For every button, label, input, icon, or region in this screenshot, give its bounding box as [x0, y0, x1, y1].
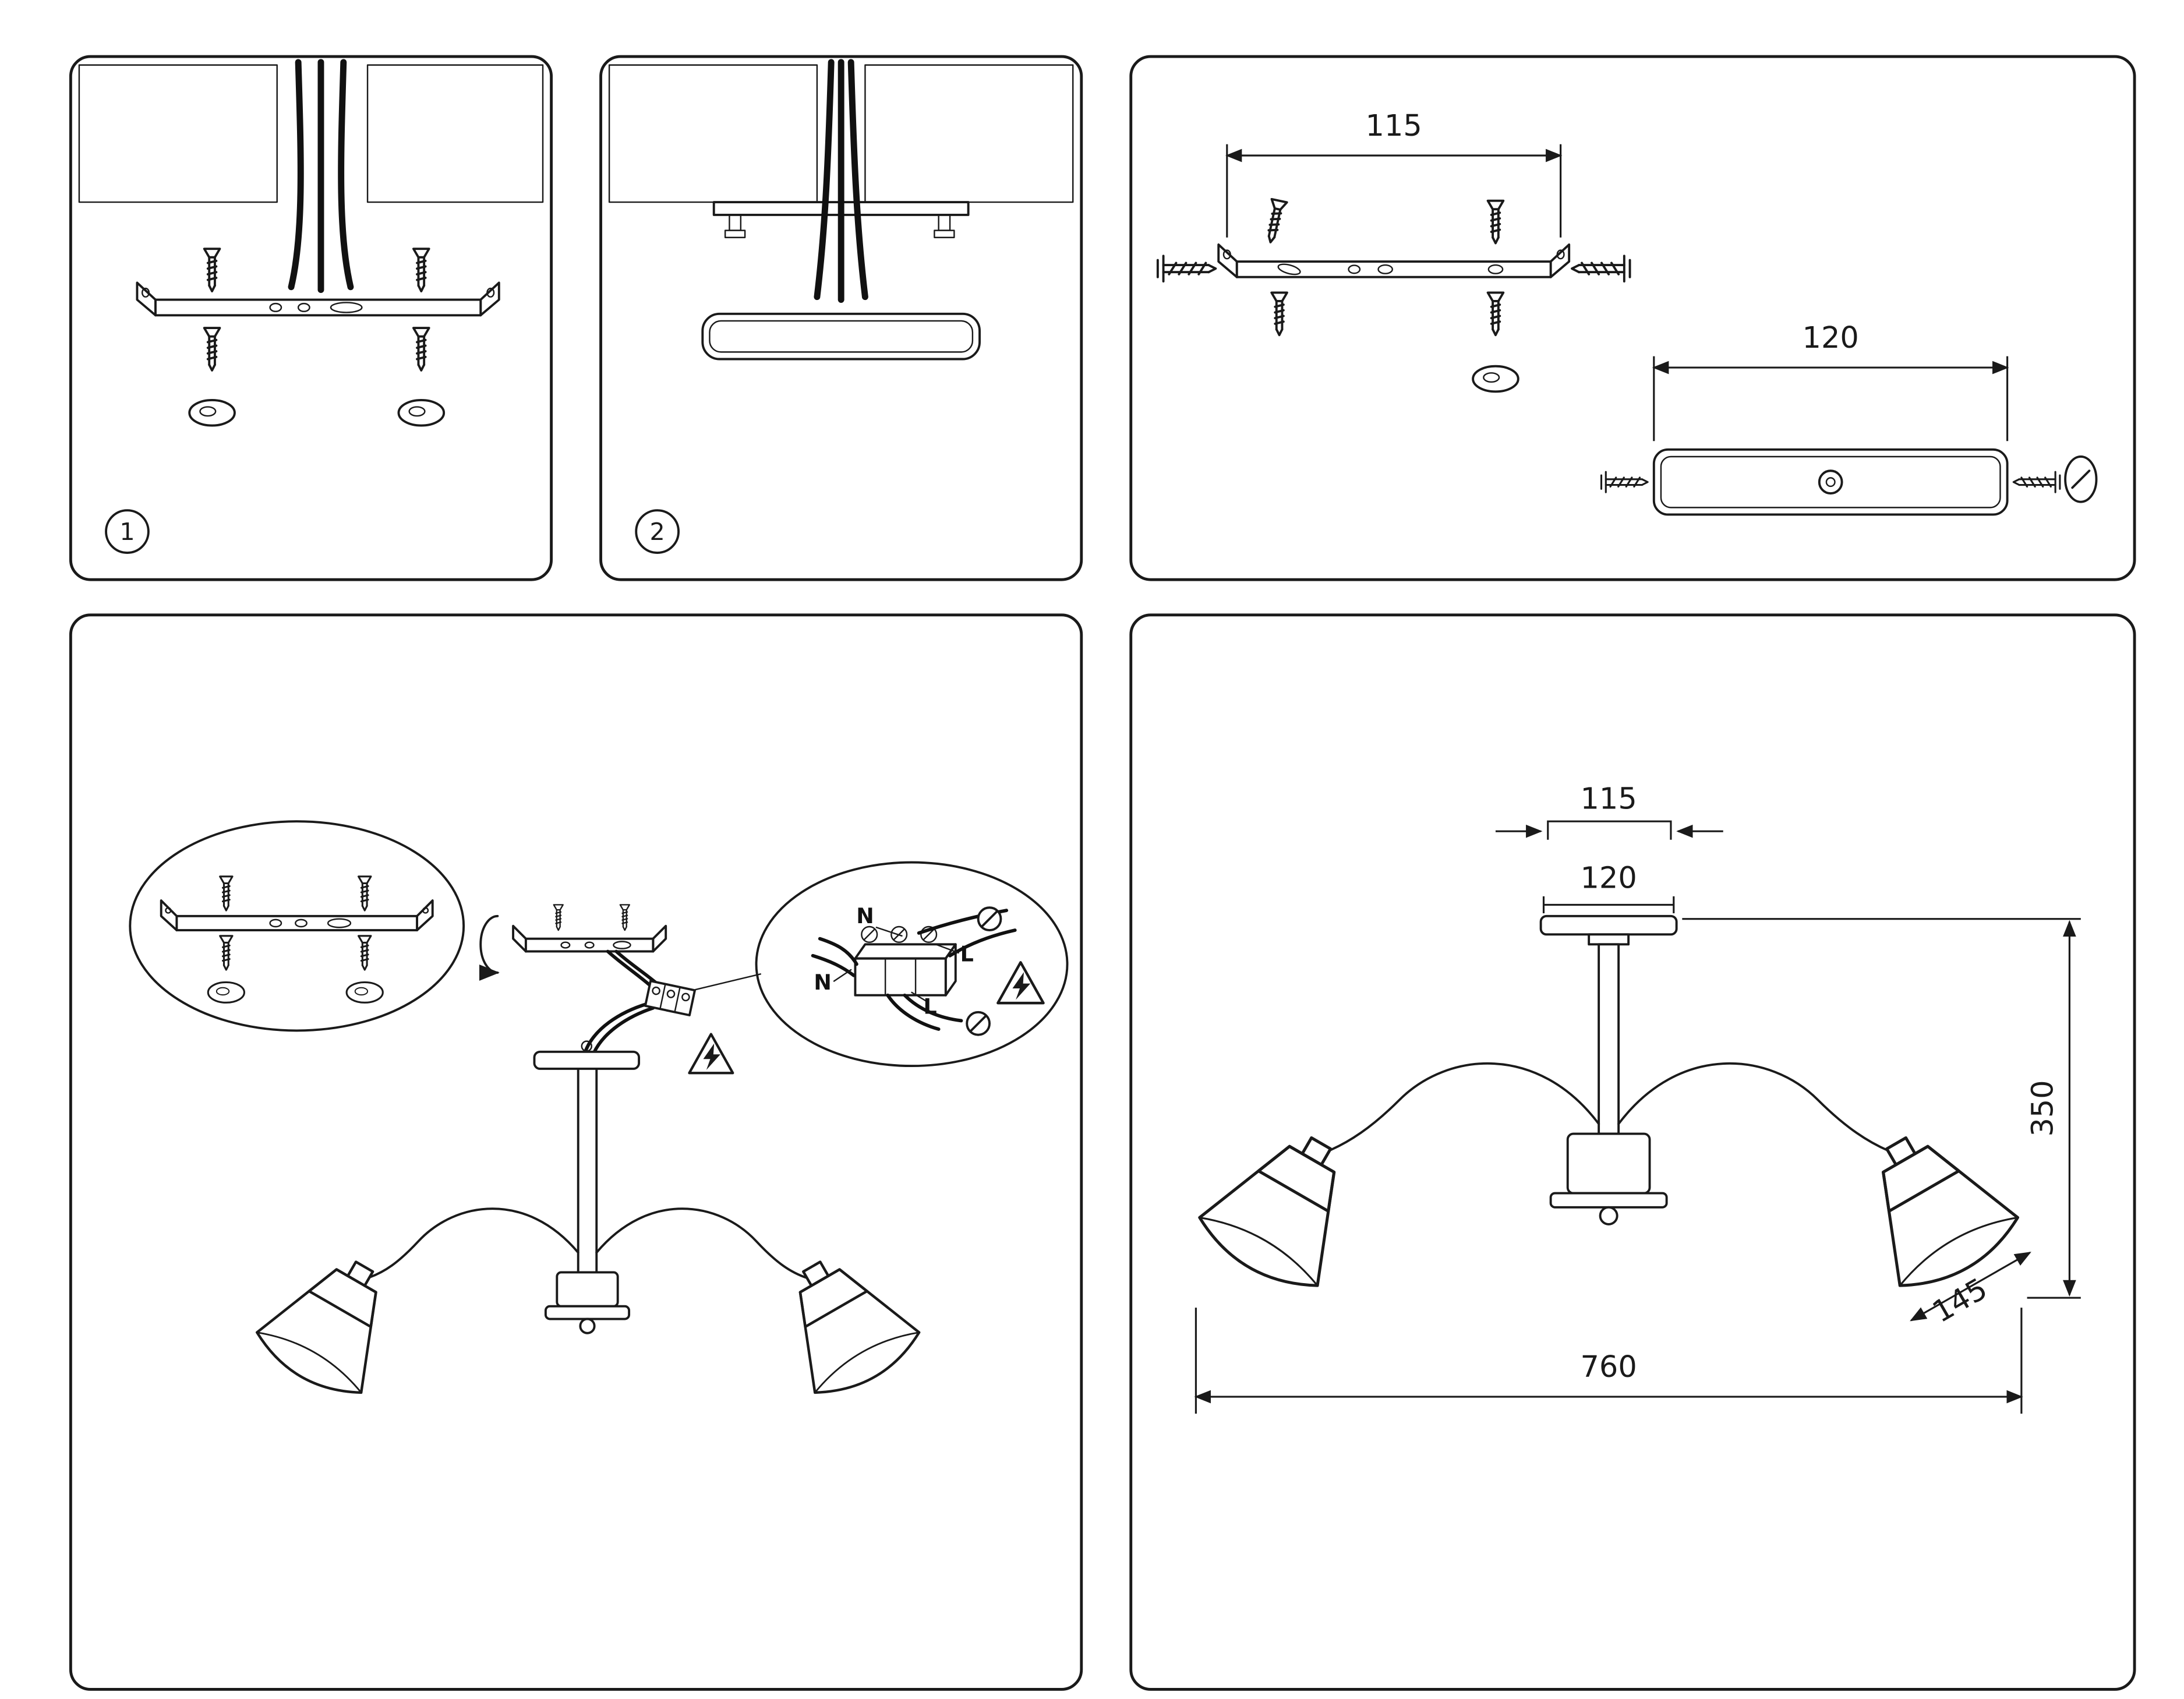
mains-wires	[814, 59, 868, 303]
canopy-width-dimension: 120	[1542, 861, 1675, 913]
step-1-badge: 1	[105, 509, 150, 554]
panel-assembly: N L N L	[69, 613, 1083, 1691]
canopy-width-label: 120	[1580, 861, 1637, 895]
bracket-width-dimension: 115	[1495, 782, 1723, 840]
line-label-bottom: L	[923, 994, 936, 1019]
flip-arrow-icon	[479, 914, 500, 981]
step-2-number: 2	[650, 518, 665, 546]
mounting-plate	[1652, 448, 2009, 516]
height-dimension: 350	[1682, 918, 2081, 1299]
total-width-label: 760	[1580, 1350, 1637, 1384]
panel-fixture-dimensions: 115 120 350	[1129, 613, 2136, 1691]
ceiling-hatch	[78, 64, 544, 203]
total-width-dimension: 760	[1194, 1308, 2023, 1414]
lamp-arm-left	[1327, 1062, 1600, 1152]
stud-screw	[934, 214, 955, 238]
plate-length-label: 120	[1803, 321, 1859, 355]
bracket-width-dimension: 115	[1225, 109, 1563, 238]
panel-bracket-dimensions: 115 120	[1129, 55, 2136, 581]
canopy-cover	[701, 312, 981, 361]
wiring-detail-bubble: N L N L	[755, 861, 1069, 1068]
neutral-label-bottom: N	[814, 970, 831, 995]
ground-terminal-icon	[966, 1011, 991, 1036]
detail-leader-line	[694, 973, 762, 991]
connection-wires	[583, 949, 659, 1055]
plate-length-dimension: 120	[1652, 321, 2009, 441]
lamp-arm-right	[1617, 1062, 1890, 1152]
terminal-block	[854, 926, 957, 997]
bracket-width-label: 115	[1366, 109, 1422, 143]
mains-wires	[288, 59, 354, 294]
mounting-bracket	[1217, 243, 1571, 278]
screw-head-end-view	[2064, 455, 2098, 503]
panel-step-2: 2	[599, 55, 1083, 581]
height-label: 350	[2026, 1080, 2060, 1136]
lamp-arm-right	[595, 1207, 808, 1280]
terminal-block-small	[644, 980, 696, 1016]
chandelier-assembly	[249, 1040, 927, 1407]
lamp-arm-left	[366, 1207, 579, 1280]
mounting-bracket	[136, 281, 500, 317]
step-1-number: 1	[119, 518, 135, 546]
bracket-width-label: 115	[1580, 782, 1637, 816]
neutral-label-top: N	[856, 903, 874, 928]
line-label-top: L	[960, 941, 974, 966]
fixture-front-view	[1190, 914, 2027, 1302]
detail-bubble-bracket	[129, 820, 465, 1032]
stud-screw	[724, 214, 746, 238]
panel-step-1: 1	[69, 55, 553, 581]
step-2-badge: 2	[635, 509, 680, 554]
plate-side-screws	[1600, 455, 2098, 503]
ground-terminal-icon	[977, 906, 1002, 932]
mounting-bracket-small	[512, 904, 667, 953]
